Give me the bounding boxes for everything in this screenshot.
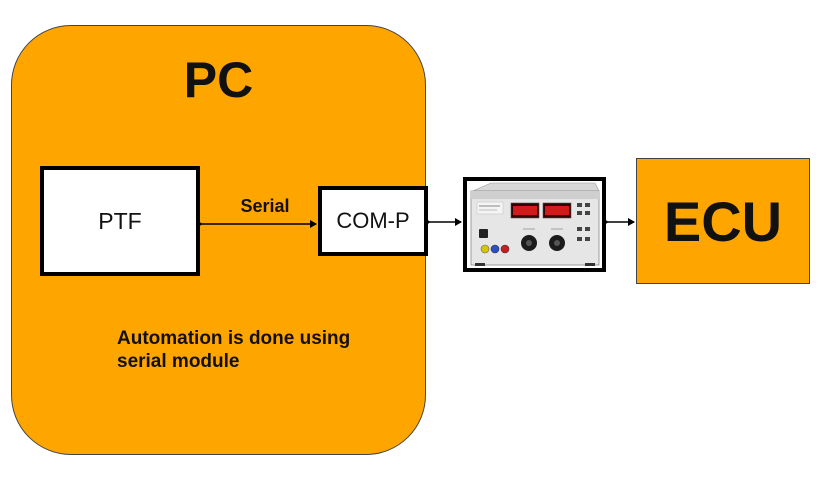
ecu-label: ECU bbox=[663, 189, 783, 253]
note-line-1: Automation is done using bbox=[117, 328, 351, 349]
note-line-2: serial module bbox=[117, 351, 240, 372]
ptf-label: PTF bbox=[98, 207, 142, 234]
automation-note: Automation is done using serial module bbox=[117, 327, 417, 373]
serial-link-label: Serial bbox=[240, 196, 290, 216]
com-port-label: COM-P bbox=[336, 208, 410, 233]
lab-power-supply-icon bbox=[470, 182, 600, 266]
ptf-box: PTF bbox=[40, 166, 200, 276]
ecu-box: ECU bbox=[636, 158, 810, 284]
com-port-box: COM-P bbox=[318, 186, 428, 256]
pc-title: PC bbox=[183, 52, 254, 108]
